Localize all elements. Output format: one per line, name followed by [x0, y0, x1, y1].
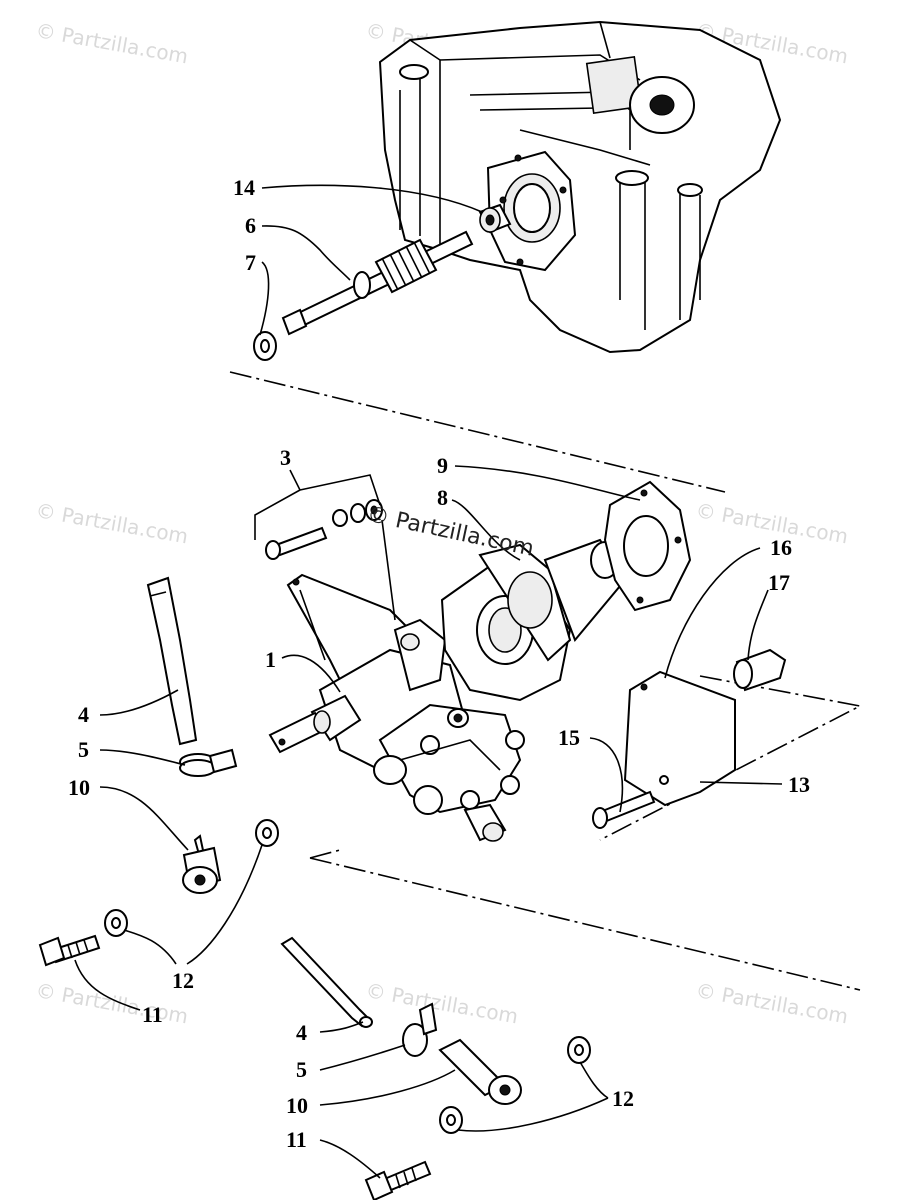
callout-15: 15: [558, 725, 580, 750]
alignment-line-bottom-left: [309, 849, 341, 859]
leader-1: [281, 654, 341, 693]
plug-part-17: [733, 648, 787, 692]
leader-4-upper: [99, 689, 179, 716]
callout-4-lower: 4: [296, 1020, 307, 1045]
leader-14: [261, 184, 483, 213]
leader-13: [699, 781, 783, 785]
callout-11-lower: 11: [286, 1127, 307, 1152]
bolt-part-11-lower: [364, 1160, 432, 1200]
leader-10-lower: [319, 1069, 456, 1106]
hose-part-4-lower: [280, 936, 373, 1028]
leader-5-upper: [99, 749, 186, 766]
callout-10-lower: 10: [286, 1093, 308, 1118]
callout-17: 17: [768, 570, 790, 595]
leader-11-lower: [319, 1139, 381, 1179]
alignment-line-top: [229, 371, 726, 493]
callout-10-upper: 10: [68, 775, 90, 800]
callout-8: 8: [437, 485, 448, 510]
leader-9: [454, 465, 641, 501]
leader-4-lower: [319, 1021, 364, 1033]
gasket-part-9: [603, 480, 692, 612]
leader-7: [259, 261, 270, 336]
oil-pump-assembly-part-1: [268, 573, 525, 842]
leader-17: [747, 589, 769, 661]
callout-7: 7: [245, 250, 256, 275]
washer-part-12-upper: [104, 819, 279, 937]
clamp-part-5-upper: [179, 748, 238, 777]
leader-16: [664, 547, 761, 679]
engine-case: [378, 20, 782, 354]
hose-part-4-upper: [146, 576, 198, 746]
screw-part-15: [592, 790, 656, 829]
callout-5-upper: 5: [78, 737, 89, 762]
leader-3-to-body: [381, 519, 396, 621]
clamp-part-5-lower: [402, 1002, 438, 1057]
callout-11-upper: 11: [142, 1002, 163, 1027]
callout-13: 13: [788, 772, 810, 797]
leader-lines: [74, 184, 783, 1179]
callout-16: 16: [770, 535, 792, 560]
callout-4-upper: 4: [78, 702, 89, 727]
callout-12-upper: 12: [172, 968, 194, 993]
alignment-line-mid: [309, 857, 861, 991]
callout-5-lower: 5: [296, 1057, 307, 1082]
leader-10-upper: [99, 786, 189, 851]
callout-9: 9: [437, 453, 448, 478]
shaft-gear-part-6: [281, 230, 474, 336]
gasket-part-8: [440, 538, 627, 702]
leader-3-bracket: [254, 469, 381, 540]
washer-part-7: [253, 331, 277, 361]
leader-5-lower: [319, 1044, 406, 1071]
callout-14: 14: [233, 175, 255, 200]
leader-12-upper: [123, 844, 263, 965]
leader-12-lower: [457, 1061, 609, 1132]
callout-6: 6: [245, 213, 256, 238]
callout-3: 3: [280, 445, 291, 470]
fitting-part-10-upper: [182, 834, 222, 894]
leader-15: [589, 737, 624, 813]
fitting-part-10-lower: [438, 1038, 522, 1105]
callout-labels: 14 6 7 3 9 8 1 16 17 4 5 10 15 13 12 11 …: [68, 175, 810, 1152]
bolt-part-11-upper: [38, 934, 101, 967]
washer-part-12-lower: [439, 1036, 591, 1134]
leader-8: [451, 499, 521, 561]
screw-set-part-3: [265, 499, 383, 560]
cover-plate-part-16: [623, 670, 736, 807]
leader-6: [261, 225, 351, 281]
callout-12-lower: 12: [612, 1086, 634, 1111]
callout-1: 1: [265, 647, 276, 672]
leader-11-upper: [74, 959, 141, 1011]
bushing-part-14: [478, 203, 512, 234]
